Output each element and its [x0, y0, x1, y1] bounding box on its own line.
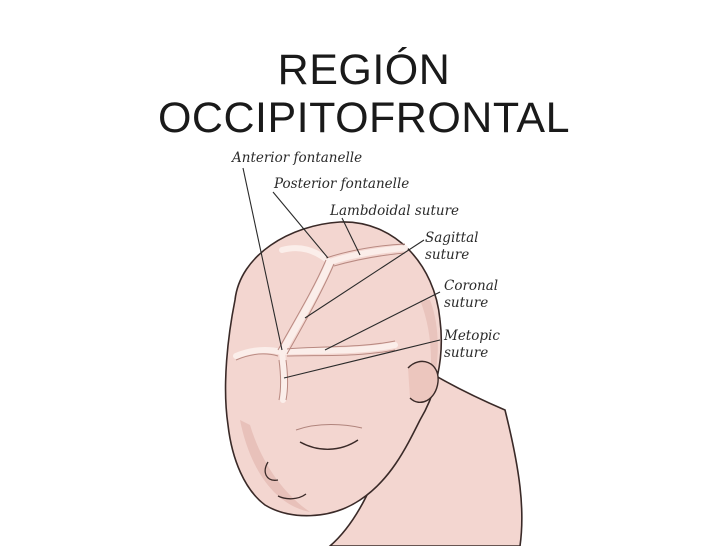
nose: [264, 461, 279, 481]
label-sagittal-suture-line1: Sagittal: [425, 230, 478, 246]
slide-title: REGIÓN OCCIPITOFRONTAL: [0, 46, 728, 142]
leader-posterior-fontanelle: [272, 191, 329, 259]
label-sagittal-suture-line2: suture: [425, 247, 469, 263]
mouth: [277, 493, 307, 500]
suture-edges: [235, 243, 406, 401]
metopic-suture-band: [279, 349, 288, 403]
sutures: [233, 245, 408, 403]
label-lambdoidal-suture: Lambdoidal suture: [329, 203, 459, 219]
leader-lines: [242, 167, 441, 379]
eye-closed: [299, 439, 359, 450]
ear: [407, 360, 439, 403]
leader-metopic-suture: [283, 339, 441, 379]
title-line-1: REGIÓN: [277, 46, 451, 94]
leader-coronal-suture: [324, 291, 441, 351]
lambdoidal-suture-band-right: [327, 245, 408, 265]
head-outline: [224, 221, 443, 517]
leader-lambdoidal-suture: [341, 217, 361, 256]
label-coronal-suture-line1: Coronal: [444, 278, 498, 294]
head-shading: [240, 420, 310, 512]
lambdoidal-suture-band-left: [279, 245, 333, 265]
label-metopic-suture-line2: suture: [444, 345, 488, 361]
label-anterior-fontanelle: Anterior fontanelle: [230, 150, 362, 166]
sagittal-suture-band: [278, 258, 334, 356]
eyebrow: [295, 424, 363, 431]
coronal-suture-band-right: [279, 342, 398, 355]
title-line-2: OCCIPITOFRONTAL: [157, 94, 571, 142]
label-posterior-fontanelle: Posterior fontanelle: [273, 176, 409, 192]
label-metopic-suture-line1: Metopic: [443, 328, 500, 344]
label-coronal-suture-line2: suture: [444, 295, 488, 311]
leader-sagittal-suture: [304, 239, 425, 319]
leader-anterior-fontanelle: [242, 167, 283, 351]
coronal-suture-band-left: [233, 346, 285, 359]
